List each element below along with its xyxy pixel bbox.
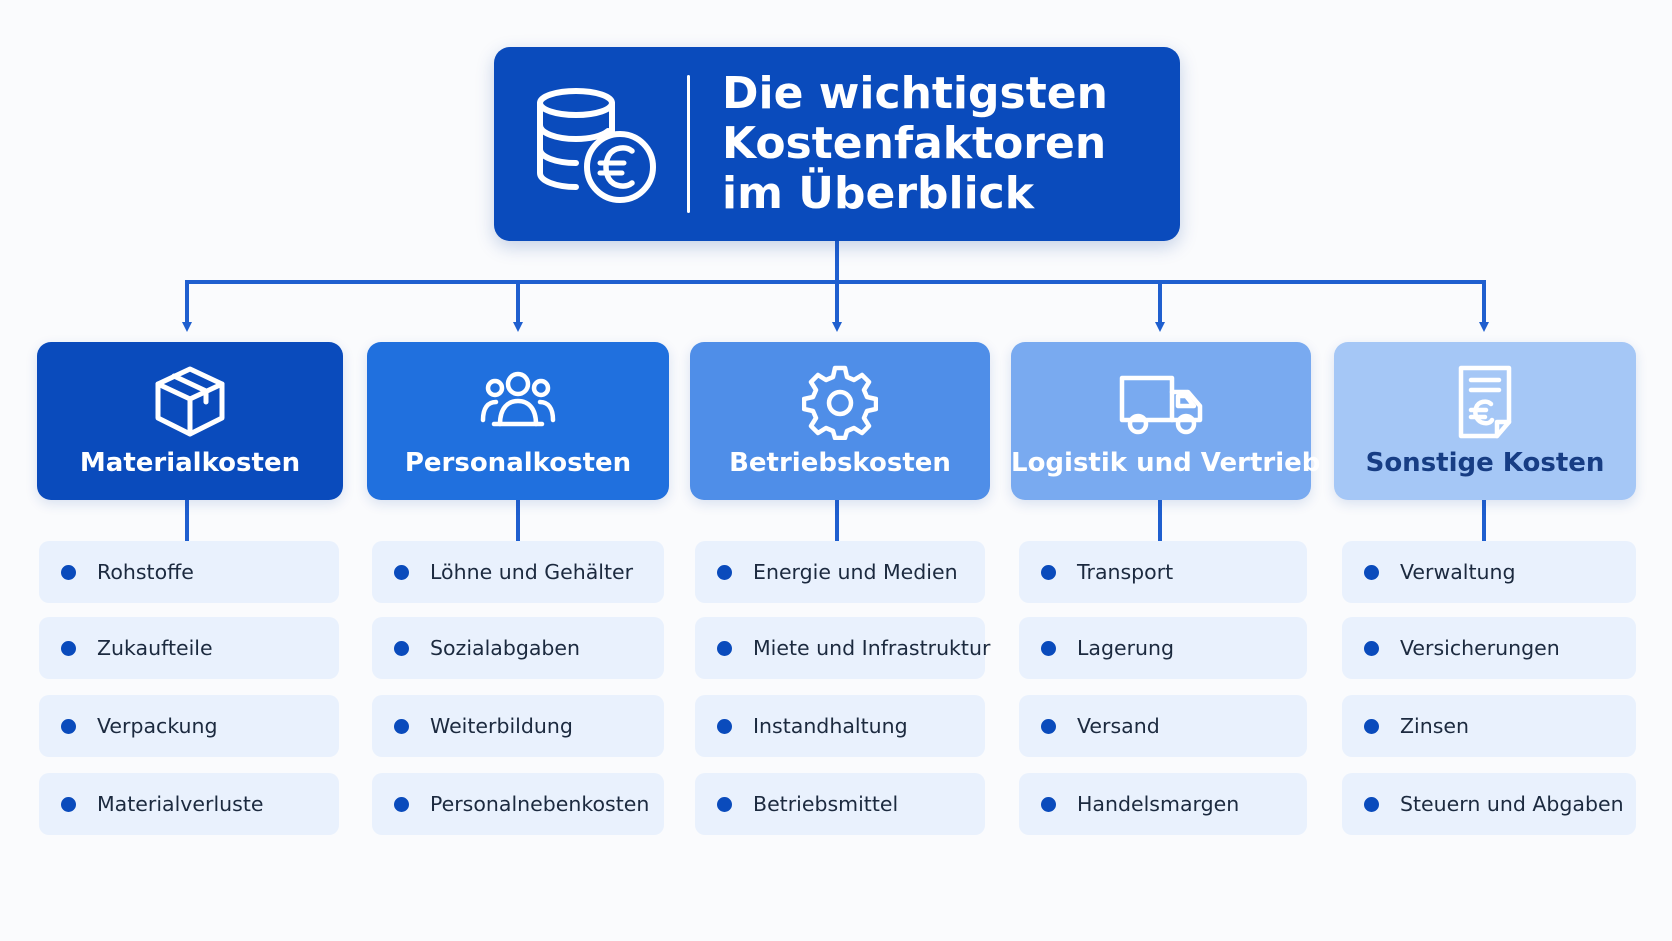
- bullet-icon: [61, 641, 76, 656]
- bullet-icon: [61, 719, 76, 734]
- list-item-label: Zukaufteile: [97, 636, 213, 660]
- list-item: Versand: [1019, 695, 1307, 757]
- list-item-label: Rohstoffe: [97, 560, 194, 584]
- coins-euro-icon: [537, 88, 656, 203]
- bullet-icon: [1364, 797, 1379, 812]
- page-title: Die wichtigsten Kostenfaktoren im Überbl…: [722, 69, 1162, 219]
- list-item: Versicherungen: [1342, 617, 1636, 679]
- list-item: Löhne und Gehälter: [372, 541, 664, 603]
- list-item: Personalnebenkosten: [372, 773, 664, 835]
- list-item: Transport: [1019, 541, 1307, 603]
- list-item: Verwaltung: [1342, 541, 1636, 603]
- list-item: Weiterbildung: [372, 695, 664, 757]
- bullet-icon: [1041, 641, 1056, 656]
- bullet-icon: [61, 565, 76, 580]
- title-line-2: Kostenfaktoren: [722, 118, 1107, 169]
- bullet-icon: [1041, 719, 1056, 734]
- gear-icon: [801, 364, 879, 441]
- bullet-icon: [1364, 719, 1379, 734]
- category-card-logistik-und-vertrieb: Logistik und Vertrieb: [1011, 342, 1321, 500]
- category-card-betriebskosten: Betriebskosten: [690, 342, 990, 500]
- truck-icon: [1118, 364, 1204, 440]
- list-item: Materialverluste: [39, 773, 339, 835]
- bullet-icon: [1041, 565, 1056, 580]
- category-label: Materialkosten: [79, 448, 301, 478]
- list-item-label: Versicherungen: [1400, 636, 1560, 660]
- list-item-label: Materialverluste: [97, 792, 264, 816]
- list-item-label: Personalnebenkosten: [430, 792, 650, 816]
- list-item: Betriebsmittel: [695, 773, 985, 835]
- category-card-materialkosten: Materialkosten: [37, 342, 343, 500]
- list-item: Instandhaltung: [695, 695, 985, 757]
- list-item: Zinsen: [1342, 695, 1636, 757]
- bullet-icon: [1364, 565, 1379, 580]
- category-card-sonstige-kosten: Sonstige Kosten: [1334, 342, 1636, 500]
- list-item: Zukaufteile: [39, 617, 339, 679]
- header-divider: [687, 75, 690, 213]
- list-item-label: Lagerung: [1077, 636, 1175, 660]
- list-item: Handelsmargen: [1019, 773, 1307, 835]
- invoice-euro-icon: [1447, 364, 1523, 440]
- bullet-icon: [394, 797, 409, 812]
- bullet-icon: [1041, 797, 1056, 812]
- list-item: Lagerung: [1019, 617, 1307, 679]
- bullet-icon: [717, 565, 732, 580]
- category-label: Betriebskosten: [729, 448, 951, 478]
- list-item-label: Miete und Infrastruktur: [753, 636, 991, 660]
- people-icon: [480, 364, 556, 440]
- bullet-icon: [717, 797, 732, 812]
- box-icon: [152, 364, 228, 440]
- list-item-label: Instandhaltung: [753, 714, 908, 738]
- title-line-3: im Überblick: [722, 168, 1035, 219]
- list-item-label: Verpackung: [97, 714, 218, 738]
- bullet-icon: [394, 719, 409, 734]
- list-item: Energie und Medien: [695, 541, 985, 603]
- list-item-label: Löhne und Gehälter: [430, 560, 634, 584]
- list-item-label: Versand: [1077, 714, 1160, 738]
- category-label: Personalkosten: [404, 448, 632, 478]
- title-banner: Die wichtigsten Kostenfaktoren im Überbl…: [494, 47, 1180, 241]
- list-item: Sozialabgaben: [372, 617, 664, 679]
- bullet-icon: [717, 719, 732, 734]
- list-item: Miete und Infrastruktur: [695, 617, 990, 679]
- bullet-icon: [394, 565, 409, 580]
- list-item-label: Handelsmargen: [1077, 792, 1240, 816]
- bullet-icon: [717, 641, 732, 656]
- bullet-icon: [1364, 641, 1379, 656]
- category-card-personalkosten: Personalkosten: [367, 342, 669, 500]
- list-item-label: Transport: [1077, 560, 1174, 584]
- list-item-label: Sozialabgaben: [430, 636, 581, 660]
- title-line-1: Die wichtigsten: [722, 68, 1108, 119]
- list-item-label: Zinsen: [1400, 714, 1470, 738]
- list-item-label: Steuern und Abgaben: [1400, 792, 1624, 816]
- list-item: Steuern und Abgaben: [1342, 773, 1636, 835]
- list-item-label: Weiterbildung: [430, 714, 573, 738]
- list-item: Verpackung: [39, 695, 339, 757]
- bullet-icon: [394, 641, 409, 656]
- list-item-label: Energie und Medien: [753, 560, 958, 584]
- category-label: Logistik und Vertrieb: [1011, 448, 1321, 478]
- list-item-label: Betriebsmittel: [753, 792, 899, 816]
- list-item-label: Verwaltung: [1400, 560, 1516, 584]
- bullet-icon: [61, 797, 76, 812]
- category-label: Sonstige Kosten: [1365, 448, 1605, 478]
- list-item: Rohstoffe: [39, 541, 339, 603]
